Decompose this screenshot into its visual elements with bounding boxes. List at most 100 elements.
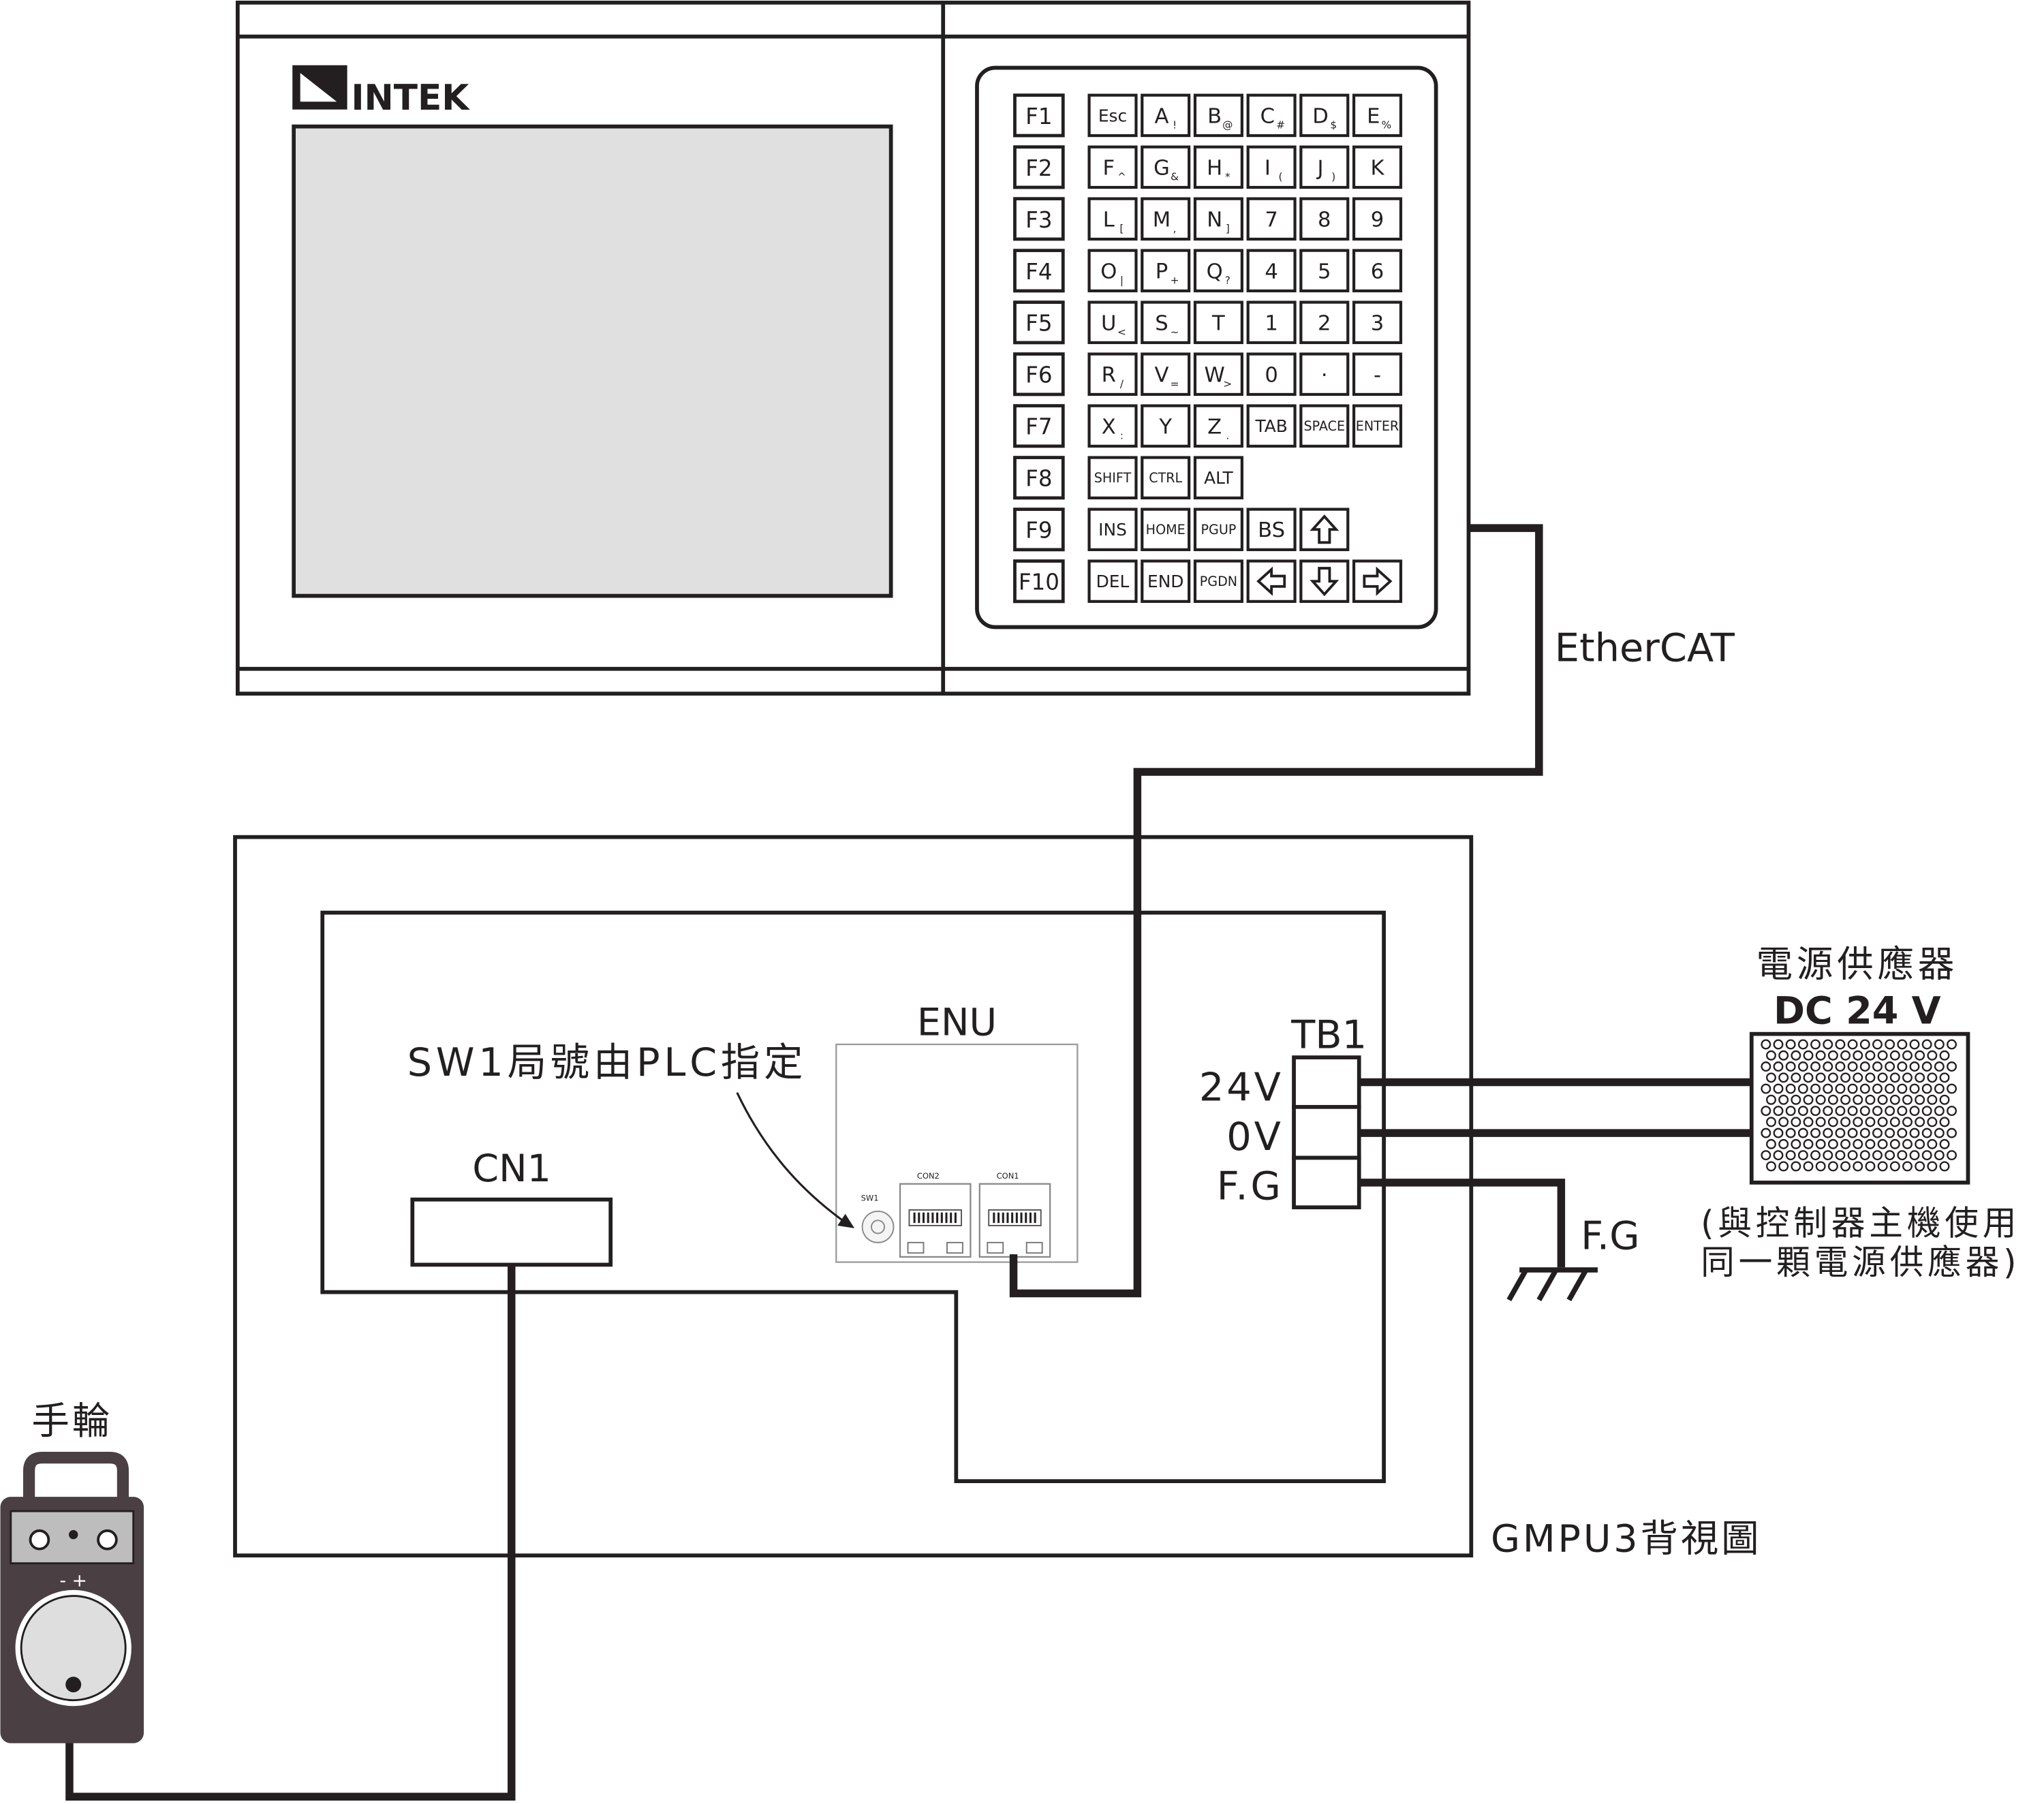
key-c[interactable]: C# — [1246, 93, 1297, 138]
key-sym54-cap[interactable] — [1299, 352, 1350, 396]
key-end[interactable]: END — [1141, 559, 1191, 603]
key-c-cap[interactable] — [1246, 93, 1297, 138]
key-0-cap[interactable] — [1246, 352, 1297, 396]
key-arrowdown[interactable] — [1299, 559, 1350, 603]
key-j[interactable]: J) — [1299, 145, 1350, 189]
key-sym55-cap[interactable] — [1352, 352, 1403, 396]
key-r-cap[interactable] — [1087, 352, 1138, 396]
key-ctrl[interactable]: CTRL — [1141, 456, 1191, 499]
key-y[interactable]: Y — [1141, 404, 1191, 448]
key-pgup-cap[interactable] — [1193, 508, 1243, 551]
handwheel-button-right[interactable] — [97, 1529, 118, 1551]
key-b-cap[interactable] — [1193, 93, 1243, 138]
key-f-cap[interactable] — [1087, 145, 1138, 189]
key-s[interactable]: S~ — [1141, 300, 1191, 345]
key-h-cap[interactable] — [1193, 145, 1243, 189]
key-esc-cap[interactable] — [1087, 93, 1138, 138]
key-e[interactable]: E% — [1352, 93, 1403, 138]
key-o-cap[interactable] — [1087, 249, 1138, 293]
key-f7-cap[interactable] — [1013, 404, 1065, 448]
tb1-terminal-0v[interactable] — [1292, 1104, 1361, 1160]
key-f4-cap[interactable] — [1013, 249, 1065, 293]
key-v[interactable]: V= — [1141, 352, 1191, 396]
key-5[interactable]: 5 — [1299, 249, 1350, 293]
handwheel-button-left[interactable] — [29, 1529, 50, 1551]
key-n-cap[interactable] — [1193, 197, 1243, 241]
key-home[interactable]: HOME — [1141, 508, 1191, 551]
key-t-cap[interactable] — [1193, 300, 1243, 345]
key-f2[interactable]: F2 — [1013, 145, 1065, 189]
key-7-cap[interactable] — [1246, 197, 1297, 241]
key-1-cap[interactable] — [1246, 300, 1297, 345]
key-a[interactable]: A! — [1141, 93, 1191, 138]
key-z-cap[interactable] — [1193, 404, 1243, 448]
key-shift-cap[interactable] — [1087, 456, 1138, 499]
key-f1-cap[interactable] — [1013, 93, 1065, 138]
key-6[interactable]: 6 — [1352, 249, 1403, 293]
key-f9[interactable]: F9 — [1013, 508, 1065, 552]
key-f1[interactable]: F1 — [1013, 93, 1065, 138]
key-l[interactable]: L[ — [1087, 197, 1138, 241]
key-esc[interactable]: Esc — [1087, 93, 1138, 138]
key-bs-cap[interactable] — [1246, 508, 1297, 551]
key-alt[interactable]: ALT — [1193, 456, 1243, 499]
key-p-cap[interactable] — [1141, 249, 1191, 293]
sw1-rotary-switch[interactable] — [861, 1210, 895, 1243]
key-shift[interactable]: SHIFT — [1087, 456, 1138, 499]
key-9[interactable]: 9 — [1352, 197, 1403, 241]
key-x[interactable]: X: — [1087, 404, 1138, 448]
key-end-cap[interactable] — [1141, 559, 1191, 603]
key-e-cap[interactable] — [1352, 93, 1403, 138]
key-2-cap[interactable] — [1299, 300, 1350, 345]
key-t[interactable]: T — [1193, 300, 1243, 345]
key-8[interactable]: 8 — [1299, 197, 1350, 241]
key-h[interactable]: H* — [1193, 145, 1243, 189]
key-f8[interactable]: F8 — [1013, 456, 1065, 500]
key-f5-cap[interactable] — [1013, 300, 1065, 345]
key-z[interactable]: Z. — [1193, 404, 1243, 448]
key-arrowleft[interactable] — [1246, 559, 1297, 603]
key-x-cap[interactable] — [1087, 404, 1138, 448]
key-bs[interactable]: BS — [1246, 508, 1297, 551]
key-f10[interactable]: F10 — [1013, 559, 1065, 604]
key-space[interactable]: SPACE — [1299, 404, 1350, 448]
key-arrowright-cap[interactable] — [1352, 559, 1403, 603]
key-y-cap[interactable] — [1141, 404, 1191, 448]
key-f9-cap[interactable] — [1013, 508, 1065, 552]
key-1[interactable]: 1 — [1246, 300, 1297, 345]
key-q-cap[interactable] — [1193, 249, 1243, 293]
key-ins-cap[interactable] — [1087, 508, 1138, 551]
key-f7[interactable]: F7 — [1013, 404, 1065, 448]
key-f[interactable]: F^ — [1087, 145, 1138, 189]
key-del[interactable]: DEL — [1087, 559, 1138, 603]
tb1-terminal-24v[interactable] — [1292, 1055, 1361, 1109]
key-home-cap[interactable] — [1141, 508, 1191, 551]
key-del-cap[interactable] — [1087, 559, 1138, 603]
key-i[interactable]: I( — [1246, 145, 1297, 189]
key-9-cap[interactable] — [1352, 197, 1403, 241]
key-8-cap[interactable] — [1299, 197, 1350, 241]
key-3[interactable]: 3 — [1352, 300, 1403, 345]
key-0[interactable]: 0 — [1246, 352, 1297, 396]
key-tab-cap[interactable] — [1246, 404, 1297, 448]
key-k-cap[interactable] — [1352, 145, 1403, 189]
key-m[interactable]: M, — [1141, 197, 1191, 241]
key-ins[interactable]: INS — [1087, 508, 1138, 551]
key-k[interactable]: K — [1352, 145, 1403, 189]
key-u[interactable]: U< — [1087, 300, 1138, 345]
key-tab[interactable]: TAB — [1246, 404, 1297, 448]
key-f5[interactable]: F5 — [1013, 300, 1065, 345]
key-d[interactable]: D$ — [1299, 93, 1350, 138]
key-7[interactable]: 7 — [1246, 197, 1297, 241]
key-m-cap[interactable] — [1141, 197, 1191, 241]
handwheel-dial[interactable] — [20, 1595, 127, 1702]
key-p[interactable]: P+ — [1141, 249, 1191, 293]
key-g-cap[interactable] — [1141, 145, 1191, 189]
key-4[interactable]: 4 — [1246, 249, 1297, 293]
key-pgdn-cap[interactable] — [1193, 559, 1243, 603]
key-f8-cap[interactable] — [1013, 456, 1065, 500]
key-6-cap[interactable] — [1352, 249, 1403, 293]
key-5-cap[interactable] — [1299, 249, 1350, 293]
key-arrowup[interactable] — [1299, 508, 1350, 551]
key-arrowright[interactable] — [1352, 559, 1403, 603]
